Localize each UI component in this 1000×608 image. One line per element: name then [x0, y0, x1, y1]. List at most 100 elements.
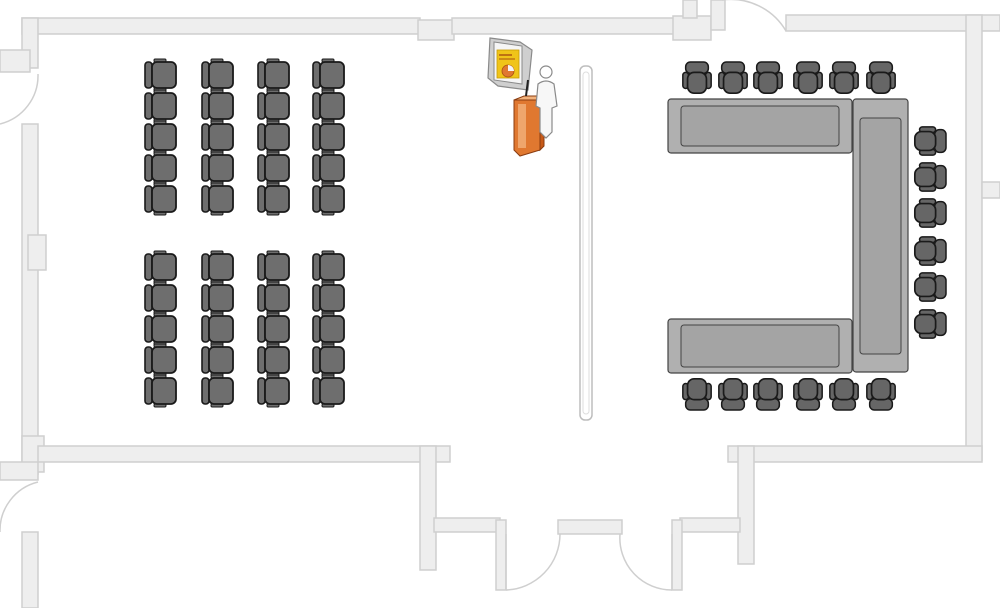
office-chair-icon[interactable]	[913, 308, 947, 340]
theater-chair-icon[interactable]	[201, 281, 234, 315]
theater-chair-icon[interactable]	[257, 151, 290, 185]
theater-chair-icon[interactable]	[144, 250, 177, 284]
theater-seating	[144, 58, 345, 408]
office-chair-icon[interactable]	[913, 125, 947, 157]
door-jamb	[495, 519, 507, 591]
room-divider-inner	[582, 71, 590, 415]
office-chair-icon[interactable]	[752, 61, 784, 95]
table-top-inset	[859, 117, 902, 355]
theater-chair-icon[interactable]	[257, 182, 290, 216]
wall-pillar	[672, 15, 712, 41]
presenter-area	[487, 37, 558, 157]
wall-corridor-right	[737, 445, 755, 565]
wall-lobby	[679, 517, 741, 533]
office-chair-icon[interactable]	[792, 377, 824, 411]
theater-chair-icon[interactable]	[312, 312, 345, 346]
office-chair-icon[interactable]	[913, 271, 947, 303]
wall-left	[21, 123, 39, 475]
theater-chair-icon[interactable]	[201, 89, 234, 123]
theater-chair-icon[interactable]	[257, 343, 290, 377]
theater-chair-icon[interactable]	[201, 120, 234, 154]
wall-pillar	[417, 19, 455, 41]
theater-chair-icon[interactable]	[312, 343, 345, 377]
theater-chair-icon[interactable]	[257, 120, 290, 154]
wall-top-left	[21, 17, 421, 35]
door-mullion	[557, 519, 623, 535]
wall-bottom-left	[37, 445, 451, 463]
theater-chair-icon[interactable]	[312, 120, 345, 154]
side-door-top[interactable]	[722, 0, 787, 32]
entrance-door-left[interactable]	[505, 533, 561, 591]
office-chair-icon[interactable]	[828, 377, 860, 411]
office-chair-icon[interactable]	[792, 61, 824, 95]
theater-chair-icon[interactable]	[144, 151, 177, 185]
wall-bottom-right	[727, 445, 983, 463]
theater-chair-icon[interactable]	[257, 281, 290, 315]
wall-left-opening	[0, 49, 31, 73]
office-chair-icon[interactable]	[828, 61, 860, 95]
theater-chair-icon[interactable]	[312, 250, 345, 284]
table-top-inset	[680, 324, 840, 368]
theater-chair-icon[interactable]	[201, 343, 234, 377]
office-chair-icon[interactable]	[681, 61, 713, 95]
theater-chair-icon[interactable]	[201, 151, 234, 185]
office-chair-icon[interactable]	[681, 377, 713, 411]
theater-chair-icon[interactable]	[201, 312, 234, 346]
entrance-door-right[interactable]	[619, 533, 673, 591]
theater-chair-icon[interactable]	[312, 374, 345, 408]
theater-chair-icon[interactable]	[201, 182, 234, 216]
wall-top-mid	[451, 17, 678, 35]
side-door-upper[interactable]	[0, 73, 39, 125]
door-jamb	[671, 519, 683, 591]
theater-chair-icon[interactable]	[144, 120, 177, 154]
theater-chair-icon[interactable]	[144, 343, 177, 377]
wall-stub	[710, 0, 726, 31]
wall-corridor-left	[419, 445, 437, 571]
room-divider	[579, 65, 593, 421]
theater-chair-icon[interactable]	[201, 58, 234, 92]
theater-chair-icon[interactable]	[144, 281, 177, 315]
theater-chair-icon[interactable]	[312, 89, 345, 123]
theater-chair-icon[interactable]	[144, 312, 177, 346]
theater-chair-icon[interactable]	[144, 89, 177, 123]
theater-chair-icon[interactable]	[257, 312, 290, 346]
office-chair-icon[interactable]	[865, 377, 897, 411]
theater-chair-icon[interactable]	[201, 250, 234, 284]
wall-stub	[682, 0, 698, 19]
office-chair-icon[interactable]	[913, 235, 947, 267]
theater-chair-icon[interactable]	[312, 281, 345, 315]
side-door-lower[interactable]	[0, 481, 39, 532]
office-chair-icon[interactable]	[865, 61, 897, 95]
wall-pillar	[27, 234, 47, 271]
theater-chair-icon[interactable]	[312, 151, 345, 185]
wall-lobby	[433, 517, 501, 533]
theater-chair-icon[interactable]	[312, 182, 345, 216]
theater-chair-icon[interactable]	[257, 374, 290, 408]
presentation-easel-icon[interactable]	[487, 37, 533, 91]
office-chair-icon[interactable]	[717, 377, 749, 411]
boardroom-tables	[667, 98, 909, 374]
wall-right	[965, 14, 983, 461]
theater-chair-icon[interactable]	[144, 374, 177, 408]
theater-chair-icon[interactable]	[257, 58, 290, 92]
theater-chair-icon[interactable]	[312, 58, 345, 92]
wall-left-opening	[0, 461, 39, 481]
theater-chair-icon[interactable]	[257, 250, 290, 284]
theater-chair-icon[interactable]	[144, 182, 177, 216]
wall-top-right	[785, 14, 1000, 32]
theater-chair-icon[interactable]	[144, 58, 177, 92]
table-top-inset	[680, 105, 840, 147]
office-chair-icon[interactable]	[752, 377, 784, 411]
speaker-figure-icon	[535, 65, 558, 139]
doors	[0, 0, 787, 591]
theater-chair-icon[interactable]	[201, 374, 234, 408]
wall-right-stub	[981, 181, 1000, 199]
office-chair-icon[interactable]	[913, 161, 947, 193]
office-chair-icon[interactable]	[913, 197, 947, 229]
office-chair-icon[interactable]	[717, 61, 749, 95]
theater-chair-icon[interactable]	[257, 89, 290, 123]
wall-left	[21, 531, 39, 608]
